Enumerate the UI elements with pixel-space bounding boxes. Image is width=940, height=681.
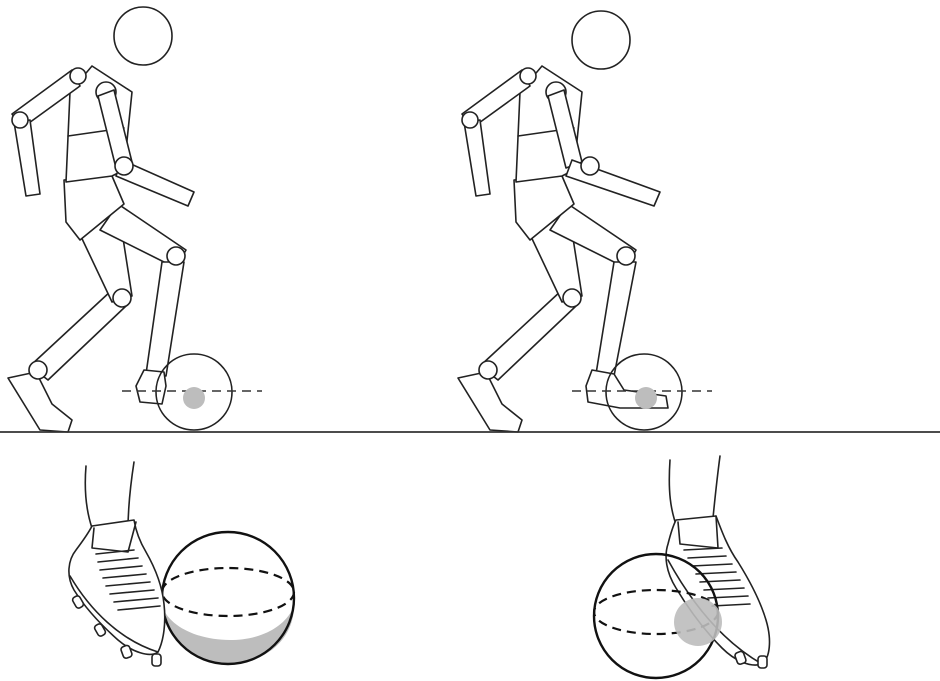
back-elbow: [462, 112, 478, 128]
contact-point: [183, 387, 205, 409]
leg-outline: [85, 462, 134, 530]
boot: [69, 520, 165, 654]
front-shin: [146, 262, 184, 376]
head: [114, 7, 172, 65]
figure-left: [8, 7, 262, 432]
ball-equator: [162, 568, 294, 616]
back-forearm: [14, 120, 40, 196]
figure-right: [458, 11, 712, 432]
contact-area: [674, 598, 722, 646]
back-foot: [8, 372, 72, 432]
back-knee: [563, 289, 581, 307]
head: [572, 11, 630, 69]
back-forearm: [464, 120, 490, 196]
back-elbow: [12, 112, 28, 128]
front-knee: [167, 247, 185, 265]
contact-area: [162, 606, 294, 664]
front-shin: [596, 262, 636, 376]
closeup-right: [594, 456, 769, 678]
back-shoulder: [520, 68, 536, 84]
front-forearm: [566, 160, 660, 206]
front-elbow: [115, 157, 133, 175]
back-knee: [113, 289, 131, 307]
closeup-left: [69, 462, 294, 666]
back-ankle: [29, 361, 47, 379]
contact-point: [635, 387, 657, 409]
front-foot: [136, 370, 166, 404]
front-elbow: [581, 157, 599, 175]
back-foot: [458, 372, 522, 432]
back-ankle: [479, 361, 497, 379]
front-knee: [617, 247, 635, 265]
back-shoulder: [70, 68, 86, 84]
